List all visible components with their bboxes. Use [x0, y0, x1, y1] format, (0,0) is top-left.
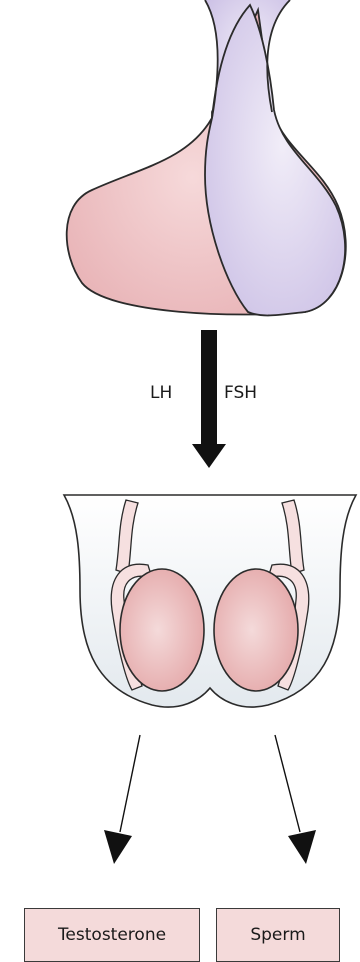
hormone-arrow-head	[192, 444, 226, 468]
testosterone-label: Testosterone	[58, 925, 166, 945]
fsh-label: FSH	[224, 383, 257, 403]
testosterone-box: Testosterone	[24, 908, 200, 962]
sperm-box: Sperm	[216, 908, 340, 962]
testis-right	[214, 569, 298, 691]
testes	[64, 495, 356, 707]
output-arrow-left	[104, 735, 140, 864]
output-arrow-right	[275, 735, 316, 864]
scrotum	[64, 495, 356, 707]
posterior-pituitary	[205, 5, 345, 315]
hormone-arrow	[192, 330, 226, 468]
testis-left	[120, 569, 204, 691]
lh-label: LH	[150, 383, 172, 403]
sperm-label: Sperm	[250, 925, 305, 945]
pituitary-gland	[67, 0, 346, 315]
hormone-arrow-shaft	[201, 330, 217, 446]
